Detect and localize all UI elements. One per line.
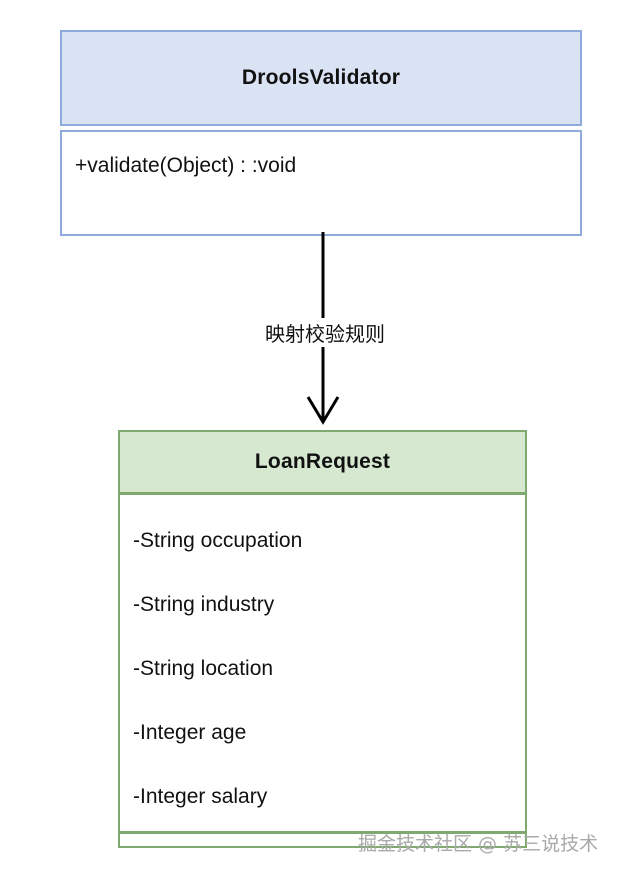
class-name-droolsvalidator: DroolsValidator [241,66,401,89]
method-list-droolsvalidator: +validate(Object) : :void [75,152,574,180]
attribute-row: -String location [133,657,274,680]
class-header-droolsvalidator: DroolsValidator [60,30,582,126]
class-methods-compartment-droolsvalidator: +validate(Object) : :void [60,130,582,236]
uml-class-loanrequest[interactable]: LoanRequest -String occupation -String i… [118,430,527,848]
attribute-row: -Integer age [133,721,247,744]
class-attributes-compartment-loanrequest: -String occupation -String industry -Str… [118,493,527,833]
attribute-list-loanrequest: -String occupation -String industry -Str… [133,509,519,829]
uml-class-droolsvalidator[interactable]: DroolsValidator +validate(Object) : :voi… [60,30,582,236]
method-row: +validate(Object) : :void [75,154,297,177]
attribute-row: -String industry [133,593,275,616]
association-label: 映射校验规则 [180,318,470,347]
attribute-row: -String occupation [133,529,303,552]
class-header-loanrequest: LoanRequest [118,430,527,494]
class-name-loanrequest: LoanRequest [254,450,391,473]
class-methods-compartment-loanrequest [118,832,527,848]
arrowhead-icon [306,396,340,425]
attribute-row: -Integer salary [133,785,268,808]
watermark-text: 掘金技术社区 @ 苏三说技术 [358,833,599,855]
